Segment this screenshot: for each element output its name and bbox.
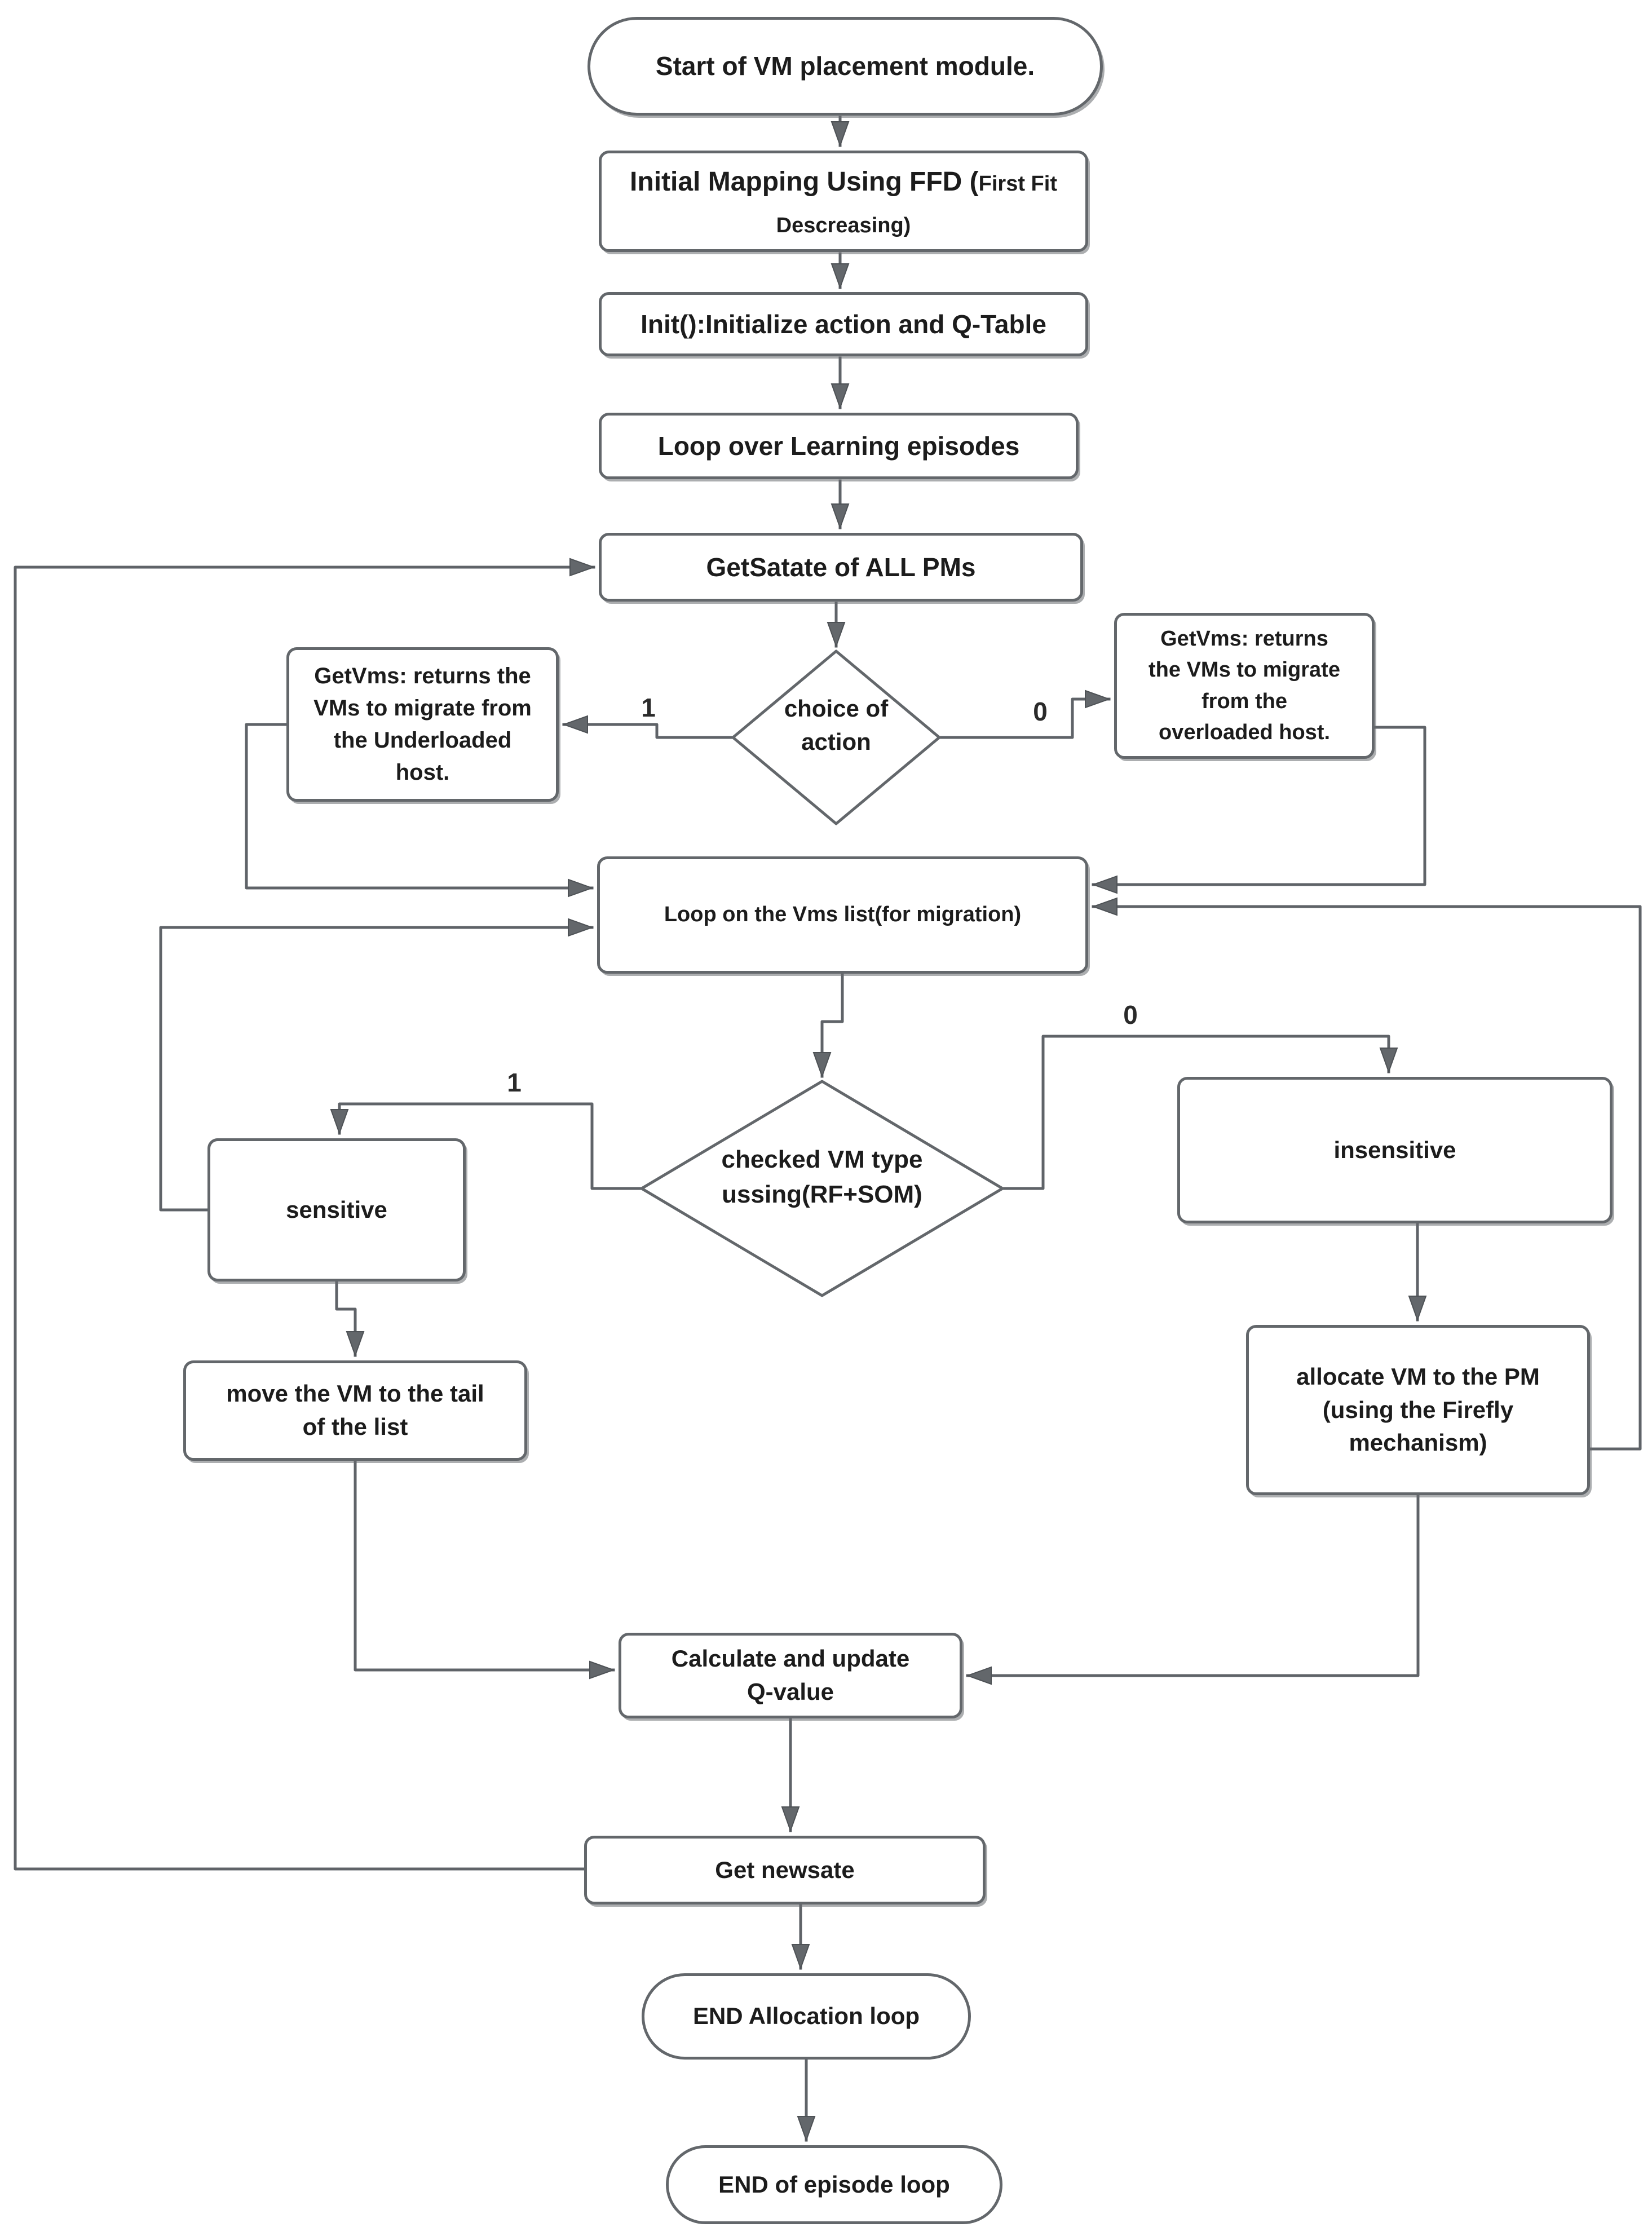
node-start: Start of VM placement module. bbox=[588, 17, 1103, 116]
node-calc-qvalue: Calculate and update Q-value bbox=[619, 1633, 962, 1718]
vm-type-check-diamond bbox=[640, 1080, 1004, 1297]
edge-movetail-to-calc bbox=[354, 1459, 615, 1680]
edge-loopvms-to-vmtype bbox=[812, 972, 844, 1078]
edge-newstate-to-getstate-loop bbox=[14, 558, 595, 1871]
node-insensitive-label: insensitive bbox=[1333, 1136, 1456, 1163]
node-initial-mapping-label: Initial Mapping Using FFD (First Fit Des… bbox=[630, 166, 1057, 237]
edge-sensitive-to-loopvms bbox=[159, 918, 594, 1212]
edge-vmtype-to-sensitive bbox=[330, 1102, 643, 1190]
node-insensitive: insensitive bbox=[1177, 1077, 1613, 1223]
node-getvms-underloaded: GetVms: returns the VMs to migrate from … bbox=[286, 647, 559, 802]
node-sensitive: sensitive bbox=[207, 1138, 466, 1281]
node-loop-vms: Loop on the Vms list(for migration) bbox=[597, 856, 1088, 974]
node-move-tail: move the VM to the tail of the list bbox=[183, 1360, 527, 1461]
edge-vmtype-to-insensitive bbox=[1001, 1035, 1398, 1190]
node-end-episode: END of episode loop bbox=[666, 2145, 1002, 2224]
node-vm-type-check: checked VM type ussing(RF+SOM) bbox=[721, 1146, 923, 1208]
edge-label-choice-underloaded: 1 bbox=[641, 693, 656, 722]
node-get-newstate-label: Get newsate bbox=[715, 1856, 855, 1883]
edge-allocate-to-loopvms bbox=[1092, 897, 1642, 1451]
edge-label-vmtype-sensitive: 1 bbox=[507, 1068, 522, 1097]
node-init-qtable: Init():Initialize action and Q-Table bbox=[599, 292, 1088, 356]
edge-choice-to-overloaded bbox=[938, 690, 1111, 739]
node-end-allocation: END Allocation loop bbox=[642, 1973, 971, 2060]
edge-sensitive-to-movetail bbox=[335, 1280, 365, 1357]
node-choice-of-action: choice of action bbox=[784, 695, 889, 755]
edge-underloaded-to-loopvms bbox=[245, 723, 594, 898]
node-allocate-vm: allocate VM to the PM (using the Firefly… bbox=[1246, 1325, 1590, 1495]
node-end-episode-label: END of episode loop bbox=[718, 2171, 950, 2198]
node-get-state: GetSatate of ALL PMs bbox=[599, 533, 1083, 602]
edge-choice-to-underloaded bbox=[562, 715, 735, 739]
node-get-state-label: GetSatate of ALL PMs bbox=[706, 552, 976, 582]
edge-allocate-to-calc bbox=[966, 1493, 1420, 1685]
node-getvms-overloaded: GetVms: returns the VMs to migrate from … bbox=[1114, 613, 1375, 759]
node-end-allocation-label: END Allocation loop bbox=[692, 2003, 920, 2030]
node-start-label: Start of VM placement module. bbox=[655, 51, 1035, 81]
node-loop-vms-label: Loop on the Vms list(for migration) bbox=[664, 903, 1022, 927]
node-init-qtable-label: Init():Initialize action and Q-Table bbox=[641, 309, 1046, 339]
edge-overloaded-to-loopvms bbox=[1092, 726, 1426, 894]
edge-label-choice-overloaded: 0 bbox=[1033, 697, 1048, 726]
node-loop-episodes-label: Loop over Learning episodes bbox=[657, 431, 1020, 461]
edge-label-vmtype-insensitive: 0 bbox=[1123, 1000, 1138, 1029]
node-initial-mapping: Initial Mapping Using FFD (First Fit Des… bbox=[599, 151, 1088, 252]
node-sensitive-label: sensitive bbox=[286, 1196, 387, 1223]
choice-of-action-diamond bbox=[731, 649, 941, 825]
node-get-newstate: Get newsate bbox=[584, 1836, 986, 1904]
node-loop-episodes: Loop over Learning episodes bbox=[599, 413, 1079, 479]
